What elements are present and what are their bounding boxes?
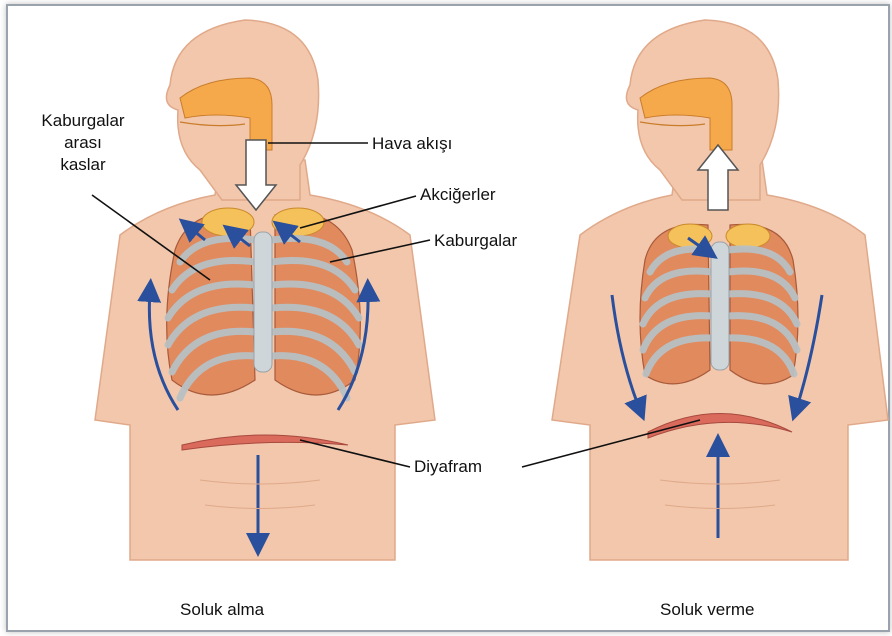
label-intercostal-line2: arası [22, 132, 144, 154]
label-intercostal-line3: kaslar [22, 154, 144, 176]
label-lungs: Akciğerler [420, 184, 496, 206]
inhale-figure [95, 20, 435, 560]
label-airflow: Hava akışı [372, 133, 452, 155]
inhale-sternum [254, 232, 272, 372]
exhale-sternum [711, 242, 729, 370]
caption-exhale: Soluk verme [660, 600, 754, 620]
caption-inhale: Soluk alma [180, 600, 264, 620]
label-ribs: Kaburgalar [434, 230, 517, 252]
label-diaphragm: Diyafram [414, 456, 482, 478]
label-intercostal-line1: Kaburgalar [22, 110, 144, 132]
label-intercostal-muscles: Kaburgalar arası kaslar [22, 110, 144, 176]
exhale-figure [552, 20, 888, 560]
